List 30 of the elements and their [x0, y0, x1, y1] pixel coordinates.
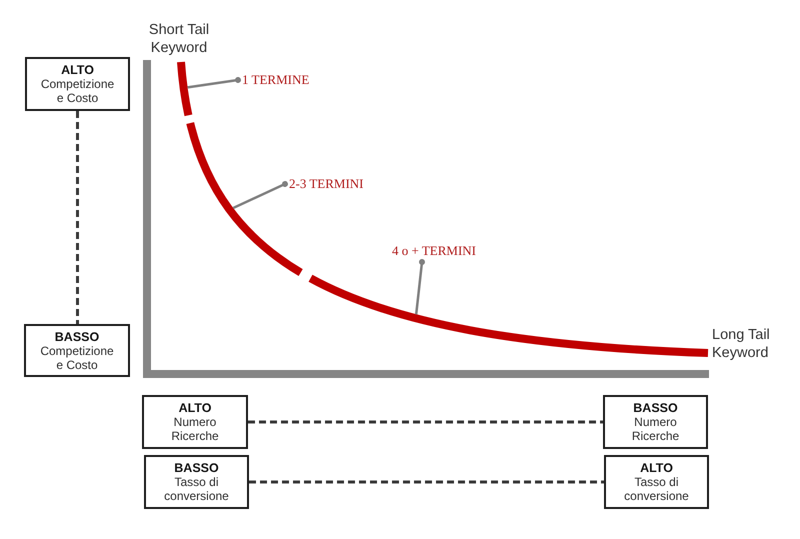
- metric-label: Numero Ricerche: [630, 415, 680, 443]
- level-label: BASSO: [54, 330, 100, 344]
- metric-label: Tasso di conversione: [623, 475, 690, 503]
- level-label: ALTO: [640, 461, 673, 475]
- callout-label: 4 o + TERMINI: [392, 243, 476, 259]
- level-label: BASSO: [633, 401, 678, 415]
- rating-box: [24, 324, 130, 377]
- level-label: BASSO: [174, 461, 219, 475]
- dashed-connector: [249, 480, 604, 484]
- callout-label: 1 TERMINE: [242, 72, 310, 88]
- callout-label: 2-3 TERMINI: [289, 176, 364, 192]
- dashed-connector: [76, 111, 79, 324]
- rating-box: [142, 395, 248, 449]
- leader-line: [187, 77, 241, 89]
- leader-line: [232, 181, 288, 210]
- level-label: ALTO: [61, 63, 94, 77]
- rating-box: [144, 455, 249, 509]
- metric-label: Numero Ricerche: [170, 415, 220, 443]
- rating-box: [604, 455, 709, 509]
- metric-label: Tasso di conversione: [163, 475, 230, 503]
- metric-label: Competizione e Costo: [39, 344, 115, 372]
- rating-box: [603, 395, 708, 449]
- curve-segment: [177, 62, 192, 116]
- dashed-connector: [248, 420, 603, 424]
- curve-segment: [308, 274, 708, 357]
- rating-box: [25, 57, 130, 111]
- axis-label: Short Tail Keyword: [148, 21, 210, 57]
- metric-label: Competizione e Costo: [40, 77, 116, 105]
- level-label: ALTO: [178, 401, 212, 415]
- axis-label: Long Tail Keyword: [712, 326, 771, 362]
